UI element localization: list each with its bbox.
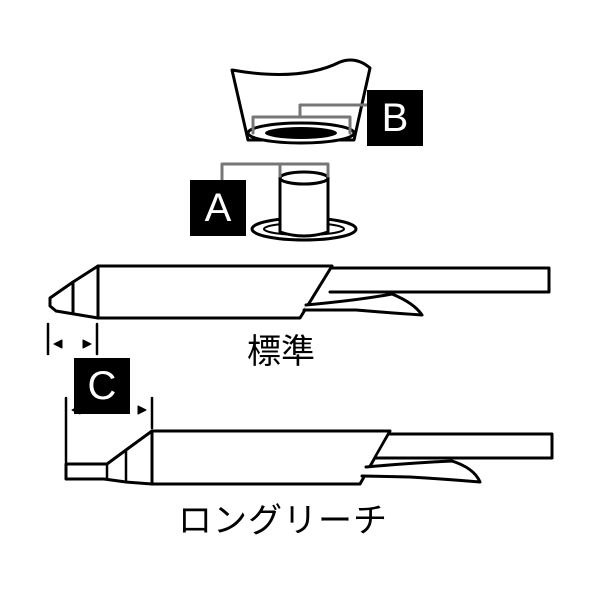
standard-tip-shaft bbox=[328, 266, 551, 294]
label-c-text: C bbox=[87, 364, 117, 408]
leader-line-b bbox=[298, 103, 372, 119]
leader-line-a bbox=[220, 162, 282, 182]
sleeve-part bbox=[250, 170, 358, 242]
long-reach-tip-body bbox=[150, 429, 392, 486]
caption-long-reach: ロングリーチ bbox=[178, 501, 388, 541]
leader-bracket-a bbox=[278, 162, 330, 178]
long-reach-tip bbox=[64, 429, 554, 486]
label-a-text: A bbox=[204, 186, 232, 230]
label-c: C bbox=[74, 358, 130, 414]
nozzle-cup bbox=[230, 58, 372, 145]
standard-tip bbox=[48, 264, 551, 320]
caption-standard: 標準 bbox=[247, 332, 315, 372]
nozzle-hole bbox=[265, 127, 337, 139]
sleeve-cylinder bbox=[278, 176, 330, 238]
long-reach-tip-nose bbox=[64, 429, 154, 486]
label-b-text: B bbox=[381, 96, 409, 140]
standard-tip-hook bbox=[302, 292, 424, 317]
label-b: B bbox=[367, 90, 423, 146]
long-reach-tip-shaft bbox=[374, 432, 554, 460]
long-reach-tip-hook bbox=[360, 459, 482, 484]
label-a: A bbox=[190, 180, 246, 236]
standard-tip-body bbox=[96, 264, 334, 320]
